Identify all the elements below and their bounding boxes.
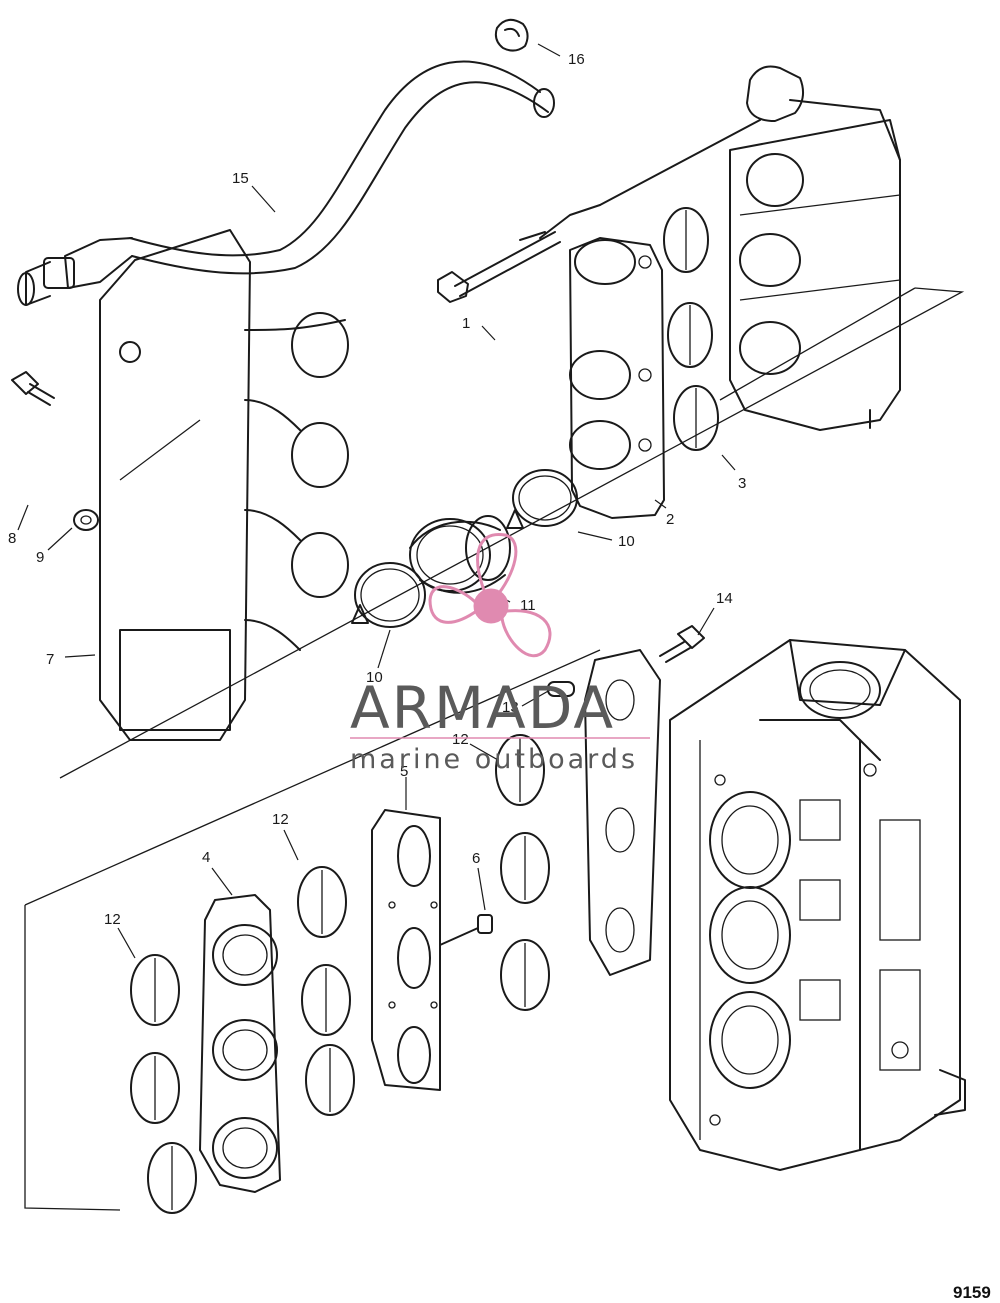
- callout-1: 1: [462, 315, 470, 332]
- callout-9: 9: [36, 549, 44, 566]
- callout-6: 6: [472, 850, 480, 867]
- callout-10-upper: 10: [618, 533, 635, 550]
- part-16-hose-clamp: [494, 18, 529, 52]
- figure-number: 9159: [953, 1283, 991, 1302]
- part-8-bolt: [11, 371, 55, 406]
- armada-watermark: ARMADA marine outboards: [350, 532, 650, 775]
- part-4-cover-plate: [199, 894, 281, 1193]
- callout-13: 13: [502, 699, 519, 716]
- propeller-logo: [428, 532, 552, 658]
- callout-12-left: 12: [104, 911, 121, 928]
- callout-16: 16: [568, 51, 585, 68]
- callout-2: 2: [666, 511, 674, 528]
- callout-12-middle: 12: [272, 811, 289, 828]
- part-1-bolt: [437, 231, 561, 303]
- part-3-reed-block: [519, 65, 901, 451]
- cylinder-block: [584, 639, 966, 1171]
- part-2-reed-plate: [569, 237, 665, 519]
- part-6-screw: [439, 914, 493, 946]
- part-12-gasket-rings-right: [495, 734, 550, 1011]
- callout-numbers: 1 2 3 4 5 6 7 8 9 10 10 11 12 12 12 13 1…: [8, 51, 746, 928]
- part-14-bolt: [659, 625, 705, 663]
- callout-5: 5: [400, 763, 408, 780]
- leader-lines: [17, 43, 736, 959]
- part-13-dowel-pin: [547, 681, 575, 697]
- part-7-intake-manifold: [99, 229, 349, 741]
- callout-4: 4: [202, 849, 210, 866]
- part-12-gasket-rings-left: [130, 954, 197, 1214]
- part-5-gasket: [371, 809, 441, 1091]
- part-9-washer: [73, 509, 99, 531]
- watermark-tagline: marine outboards: [350, 744, 638, 775]
- callout-15: 15: [232, 170, 249, 187]
- part-15-water-hose: [17, 60, 555, 306]
- part-10-clamp-upper: [506, 469, 578, 529]
- callout-14: 14: [716, 590, 733, 607]
- part-10-clamp-lower: [351, 562, 426, 628]
- assembly-outline: [24, 287, 965, 1211]
- callout-10-lower: 10: [366, 669, 383, 686]
- callout-12-right: 12: [452, 731, 469, 748]
- callout-8: 8: [8, 530, 16, 547]
- watermark-brand: ARMADA: [350, 674, 615, 742]
- callout-3: 3: [738, 475, 746, 492]
- callout-7: 7: [46, 651, 54, 668]
- part-12-gasket-rings-middle: [297, 866, 355, 1116]
